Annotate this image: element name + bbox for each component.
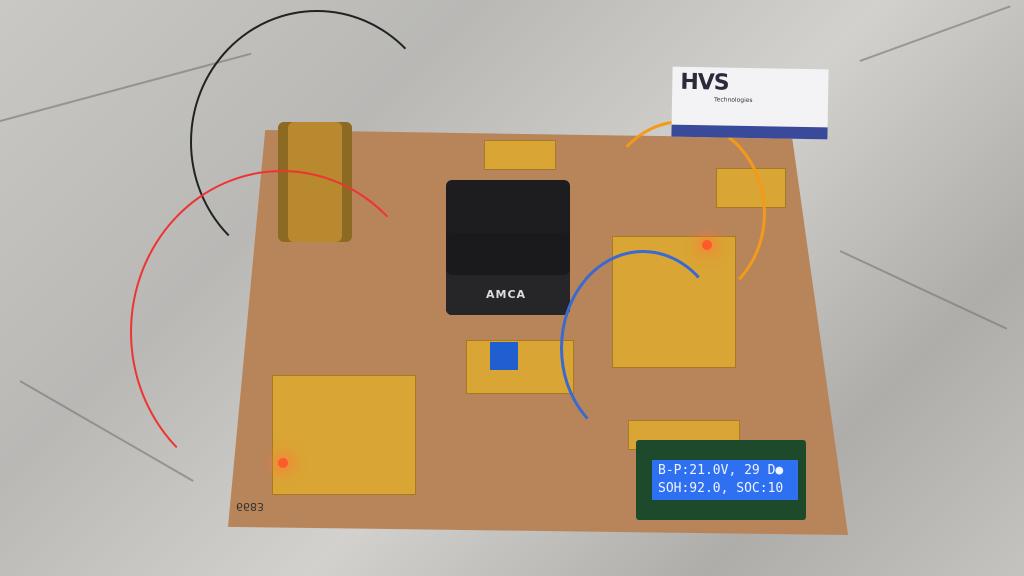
sensor-pcb [484,140,556,170]
lcd-display: B-P:21.0V, 29 D● SOH:92.0, SOC:10 [652,460,798,500]
black-wire [190,10,444,274]
marble-vein [859,5,1011,62]
lcd-line-1: B-P:21.0V, 29 D● [658,463,784,478]
battery [446,180,570,315]
business-card: HVS Technologies [671,66,829,140]
card-subtitle: Technologies [713,96,753,105]
card-logo: HVS [680,69,729,96]
marble-vein [839,250,1008,330]
lcd-line-2: SOH:92.0, SOC:10 [658,481,784,496]
red-wire [130,170,434,494]
relay [490,342,518,370]
board-marking: 6683 [236,500,264,513]
battery-brand: AMCA [486,288,527,301]
relay-pcb [466,340,574,394]
ribbon-wire [560,250,726,446]
